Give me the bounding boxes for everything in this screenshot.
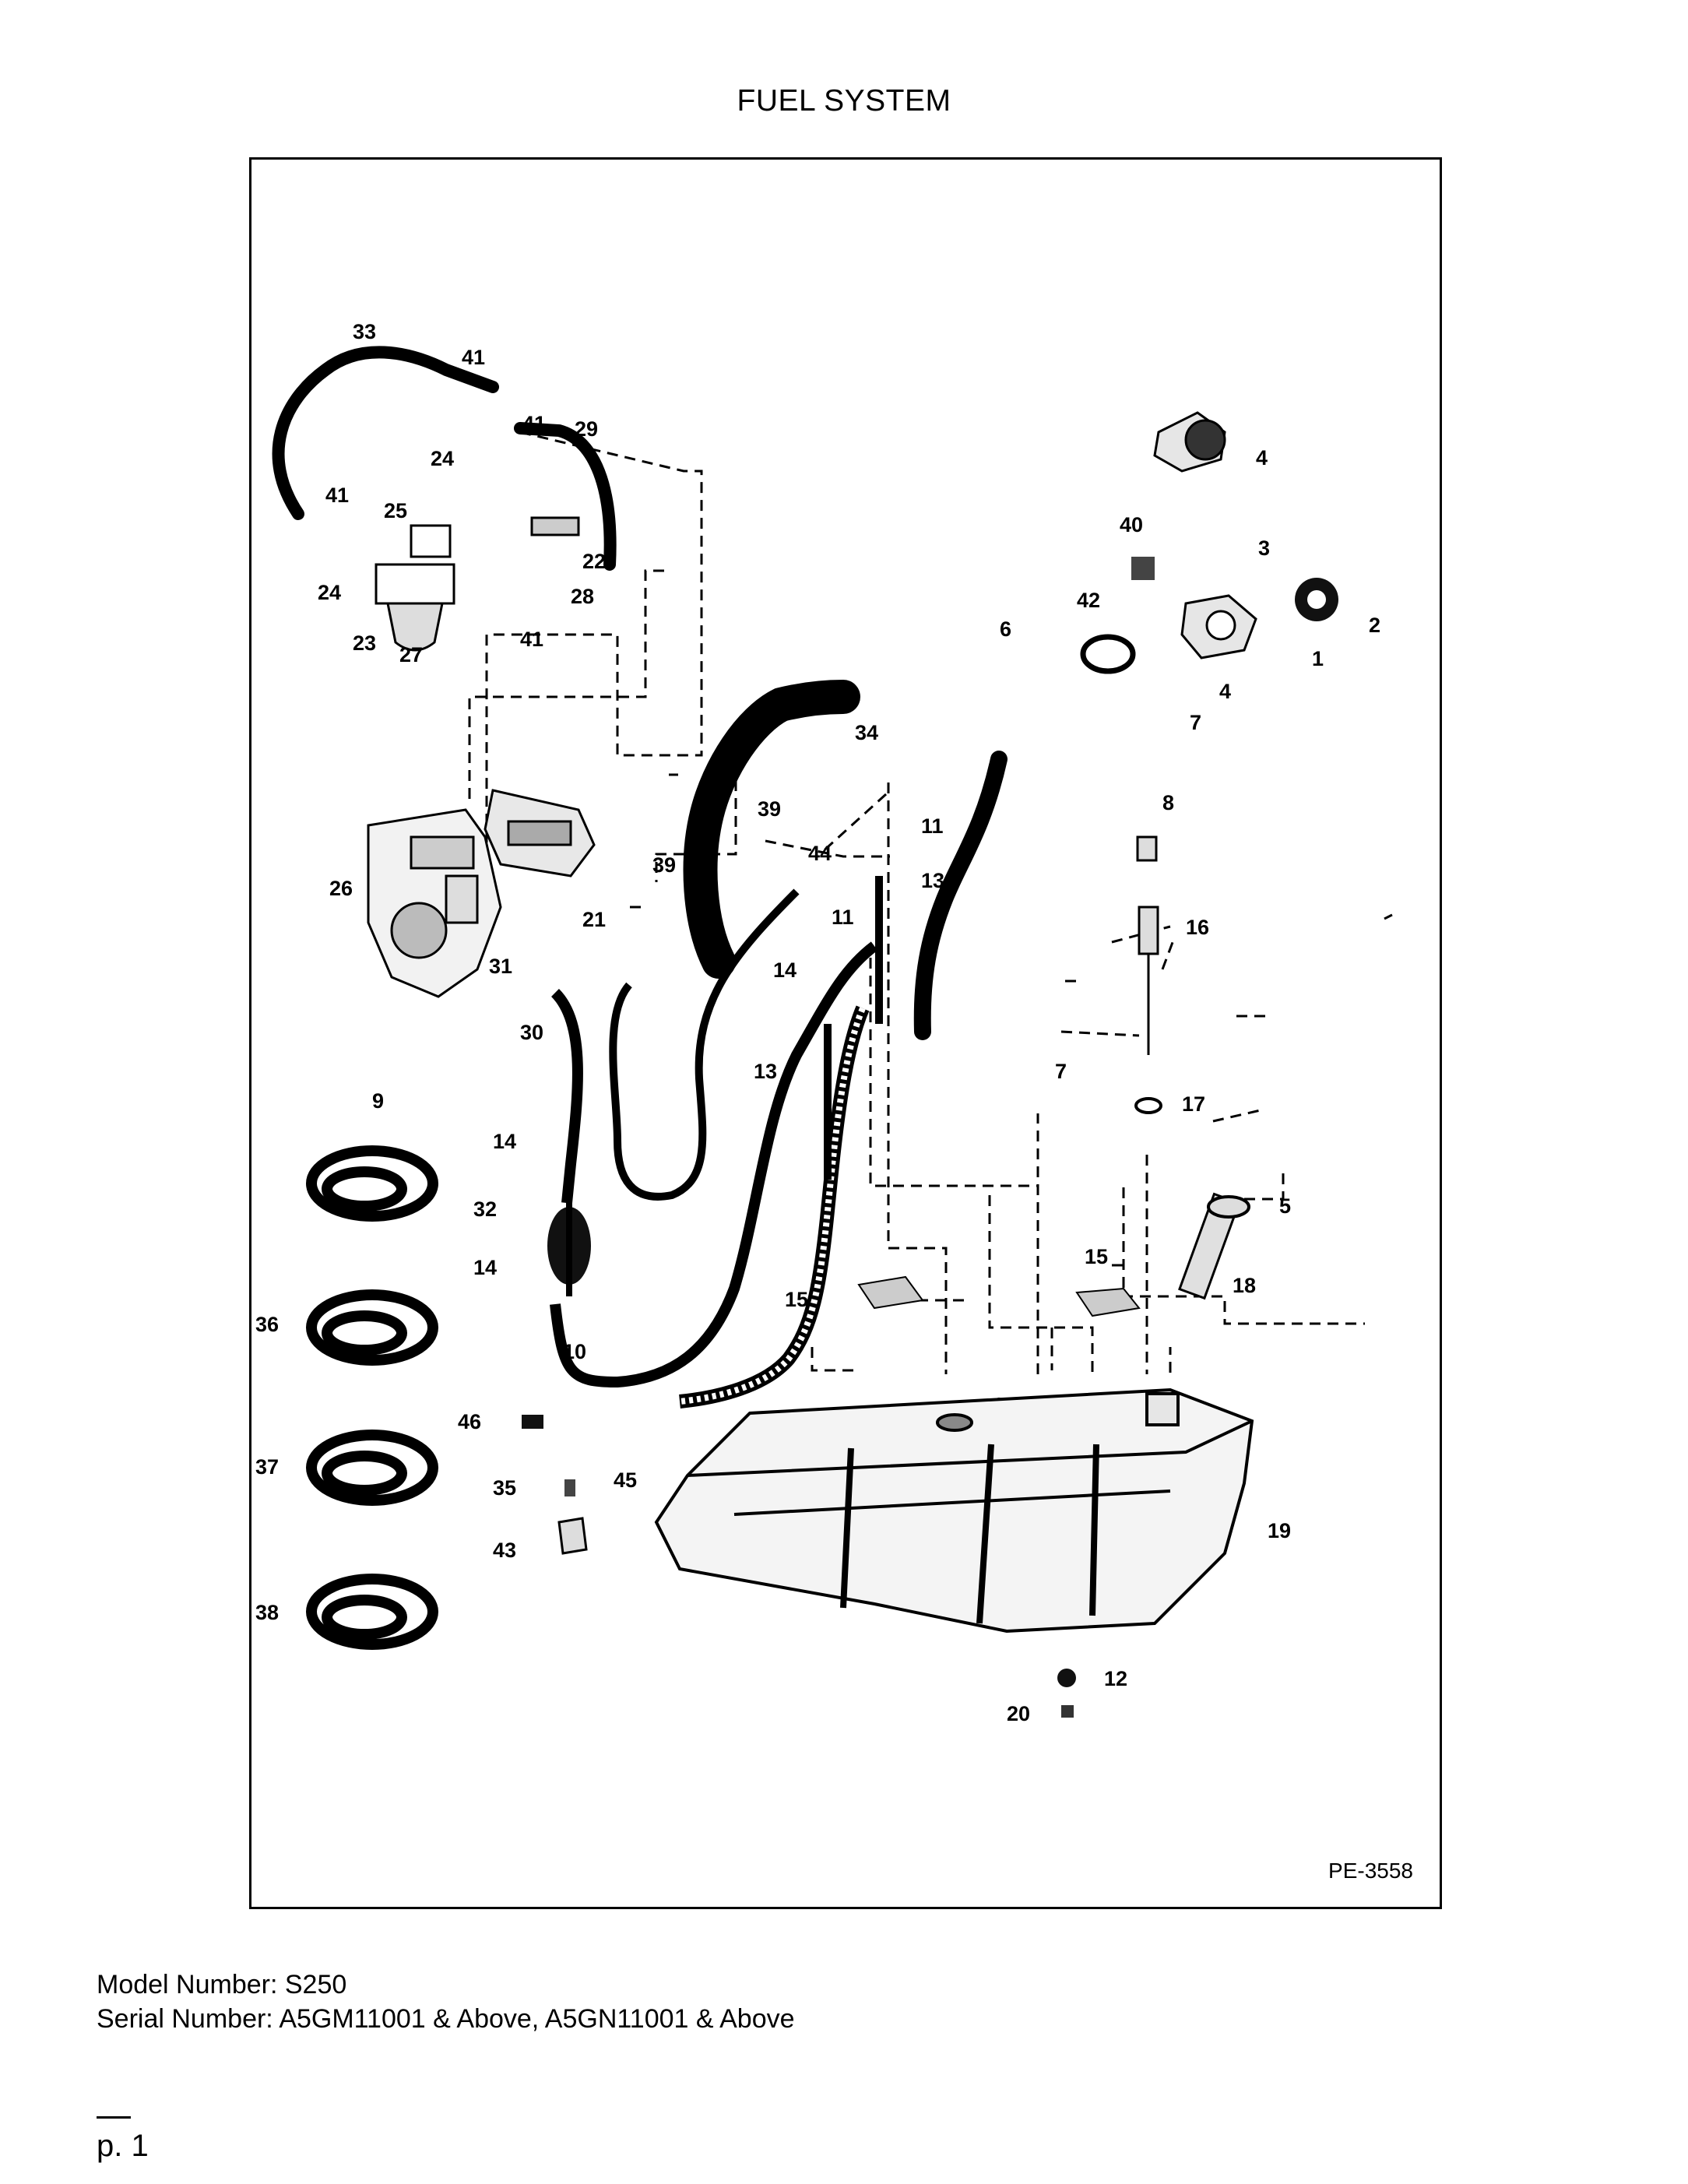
callout-24: 24 [431, 447, 454, 470]
drain-20 [1061, 1705, 1074, 1718]
callout-38: 38 [255, 1601, 279, 1624]
page-number-rule [97, 2116, 131, 2119]
callout-13: 13 [754, 1060, 777, 1083]
callout-41: 41 [462, 346, 485, 369]
callout-35: 35 [493, 1476, 516, 1500]
page-number: p. 1 [97, 2129, 149, 2163]
callout-41: 41 [522, 412, 546, 435]
assembly-leader-lines [468, 431, 1393, 1425]
callout-14: 14 [493, 1130, 516, 1153]
plug-12 [1057, 1669, 1076, 1687]
callout-1: 1 [1312, 647, 1324, 670]
engine-manifold [484, 789, 596, 877]
callout-18: 18 [1233, 1274, 1256, 1297]
callout-37: 37 [255, 1455, 279, 1479]
callout-10: 10 [563, 1340, 586, 1363]
hose-coil-36 [306, 1289, 438, 1366]
model-number: Model Number: S250 [97, 1970, 347, 1999]
callout-33: 33 [353, 320, 376, 343]
callout-14: 14 [473, 1256, 497, 1279]
diagram-frame: 33 41 41 29 24 25 22 28 41 24 23 27 41 4… [249, 157, 1442, 1909]
callout-22: 22 [582, 550, 606, 573]
callout-11: 11 [921, 814, 944, 838]
callout-13: 13 [921, 869, 944, 892]
callout-39: 39 [652, 853, 676, 877]
callout-labels: 33 41 41 29 24 25 22 28 41 24 23 27 41 4… [255, 320, 1380, 1725]
serial-number: Serial Number: A5GM11001 & Above, A5GN11… [97, 2004, 795, 2034]
callout-15: 15 [785, 1288, 808, 1311]
callout-23: 23 [353, 631, 376, 655]
gasket-17 [1134, 1097, 1162, 1114]
filler-cap-4 [1153, 411, 1226, 473]
hose-29 [514, 422, 617, 571]
callout-16: 16 [1186, 916, 1209, 939]
filler-hose-6 [683, 680, 860, 979]
fitting-35 [564, 1479, 575, 1496]
callout-45: 45 [614, 1468, 637, 1492]
callout-7: 7 [1190, 711, 1201, 734]
callout-28: 28 [571, 585, 594, 608]
clamp-42 [1080, 634, 1136, 674]
grommet-5 [1207, 1195, 1250, 1219]
fuel-tank-19 [654, 1387, 1254, 1634]
primer-bulb-32 [547, 1191, 591, 1296]
vent-hose-8 [913, 751, 1008, 1040]
callout-2: 2 [1369, 614, 1380, 637]
callout-4: 4 [1256, 446, 1268, 470]
hose-10 [550, 941, 878, 1388]
callout-5: 5 [1279, 1194, 1291, 1218]
hose-21 [609, 888, 800, 1201]
callout-17: 17 [1182, 1092, 1205, 1116]
callout-40: 40 [1120, 513, 1143, 536]
gasket-15a [857, 1275, 924, 1310]
callout-41: 41 [520, 628, 543, 651]
hose-coil-38 [306, 1574, 438, 1650]
callout-34: 34 [855, 721, 878, 744]
sending-unit-16 [1136, 835, 1159, 1055]
hose-33 [272, 346, 499, 520]
callout-20: 20 [1007, 1702, 1030, 1725]
callout-14: 14 [773, 958, 797, 982]
callout-26: 26 [329, 877, 353, 900]
callout-41: 41 [325, 484, 349, 507]
callout-29: 29 [575, 417, 598, 441]
callout-39: 39 [758, 797, 781, 821]
callout-6: 6 [1000, 617, 1011, 641]
callout-9: 9 [372, 1089, 384, 1113]
callout-11: 11 [832, 906, 854, 929]
callout-12: 12 [1104, 1667, 1127, 1690]
callout-46: 46 [458, 1410, 481, 1433]
page-title: FUEL SYSTEM [737, 84, 951, 118]
callout-42: 42 [1077, 589, 1100, 612]
hose-30 [550, 989, 583, 1204]
injection-pump [367, 808, 502, 998]
fitting-40 [1131, 557, 1155, 580]
callout-36: 36 [255, 1313, 279, 1336]
fuel-filter-27 [375, 516, 580, 652]
callout-27: 27 [399, 643, 423, 666]
callout-7: 7 [1055, 1060, 1067, 1083]
filler-neck-4 [1180, 594, 1257, 659]
callout-24: 24 [318, 581, 341, 604]
clamp-43 [557, 1517, 588, 1555]
callout-43: 43 [493, 1539, 516, 1562]
drawing-code: PE-3558 [1328, 1859, 1413, 1883]
callout-30: 30 [520, 1021, 543, 1044]
callout-21: 21 [582, 908, 606, 931]
hose-coil-9 [306, 1145, 438, 1222]
callout-8: 8 [1162, 791, 1174, 814]
callout-19: 19 [1268, 1519, 1291, 1542]
fuel-system-exploded-diagram: 33 41 41 29 24 25 22 28 41 24 23 27 41 4… [255, 320, 1393, 1725]
callout-15: 15 [1085, 1245, 1108, 1268]
callout-3: 3 [1258, 536, 1270, 560]
gasket-15b [1075, 1287, 1141, 1317]
callout-32: 32 [473, 1198, 497, 1221]
callout-31: 31 [489, 955, 512, 978]
callout-25: 25 [384, 499, 407, 522]
callout-4: 4 [1219, 680, 1231, 703]
callout-44: 44 [808, 842, 832, 865]
fitting-46 [522, 1415, 543, 1429]
hose-coil-37 [306, 1430, 438, 1506]
